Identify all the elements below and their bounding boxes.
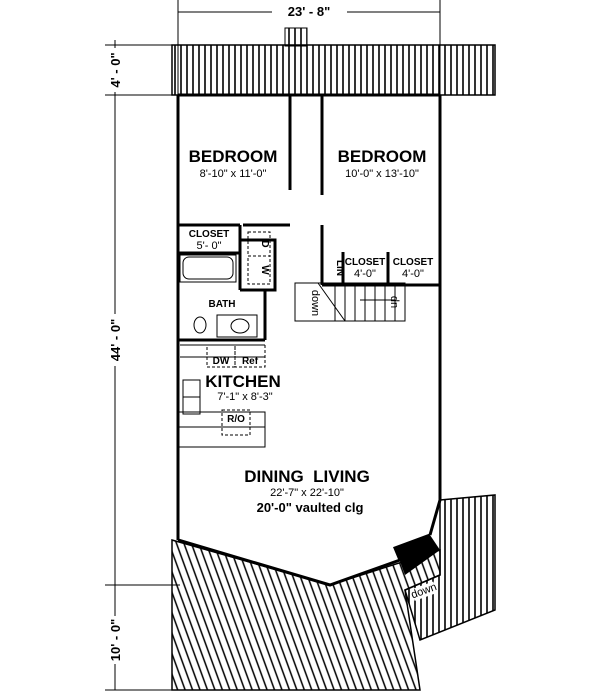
washer-label: W — [259, 265, 270, 275]
kitchen-size: 7'-1" x 8'-3" — [217, 391, 273, 403]
dryer-label: D — [259, 240, 270, 247]
closet3-label: CLOSET — [393, 257, 434, 268]
stairs-down-label: down — [309, 290, 321, 316]
closet1-label: CLOSET — [189, 229, 230, 240]
dining-living-size: 22'-7" x 22'-10" — [270, 487, 344, 499]
kitchen-label: KITCHEN — [205, 372, 281, 391]
dimension-length: 44' - 0" — [108, 319, 123, 362]
vaulted-ceiling-note: 20'-0" vaulted clg — [257, 500, 364, 515]
bedroom-partitions — [288, 95, 324, 285]
dimension-top-deck: 4' - 0" — [108, 52, 123, 87]
dimension-width: 23' - 8" — [177, 0, 441, 95]
bath-label: BATH — [208, 299, 235, 310]
svg-text:23' - 8": 23' - 8" — [288, 4, 331, 19]
refrigerator-label: Ref — [242, 356, 259, 367]
top-deck — [171, 44, 496, 96]
bedroom1-size: 8'-10" x 11'-0" — [200, 168, 267, 180]
dining-living-label: DINING LIVING — [244, 467, 370, 486]
closet2-size: 4'-0" — [354, 268, 376, 280]
bedroom1-label: BEDROOM — [189, 147, 278, 166]
bedroom2-size: 10'-0" x 13'-10" — [345, 168, 419, 180]
closet3-size: 4'-0" — [402, 268, 424, 280]
interior-stairs — [294, 282, 406, 322]
side-stair-deck — [404, 494, 496, 642]
closet1-size: 5'- 0" — [197, 240, 222, 252]
stairs-up-label: up — [388, 296, 400, 308]
range-oven-label: R/O — [227, 414, 245, 425]
closet2-label: CLOSET — [345, 257, 386, 268]
dishwasher-label: DW — [213, 356, 230, 367]
dimension-left: 4' - 0" 44' - 0" 10' - 0" — [105, 40, 180, 691]
dimension-bottom-deck: 10' - 0" — [108, 619, 123, 662]
chimney — [284, 27, 308, 47]
front-deck — [171, 539, 441, 691]
bedroom2-label: BEDROOM — [338, 147, 427, 166]
linen-label: LIN — [334, 260, 345, 276]
